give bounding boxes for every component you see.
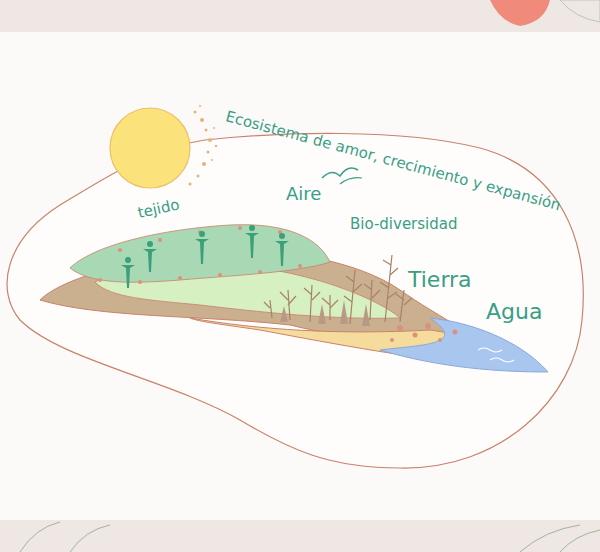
bird	[340, 178, 362, 184]
water	[380, 318, 548, 372]
hill	[70, 225, 330, 283]
waves	[478, 348, 514, 362]
plants	[264, 255, 412, 324]
sun-dots	[189, 105, 218, 186]
grass	[280, 300, 370, 326]
pebbles	[390, 323, 458, 342]
flower-petal	[490, 0, 550, 26]
bird	[322, 168, 358, 178]
card	[0, 32, 600, 520]
leaf	[560, 0, 600, 22]
water-label: Agua	[486, 300, 542, 324]
biodiversity-label: Bio-diversidad	[350, 216, 458, 233]
earth-label: Tierra	[408, 268, 472, 292]
leaves	[20, 522, 600, 552]
air-label: Aire	[286, 184, 321, 204]
sun	[110, 108, 190, 188]
people	[121, 225, 289, 288]
